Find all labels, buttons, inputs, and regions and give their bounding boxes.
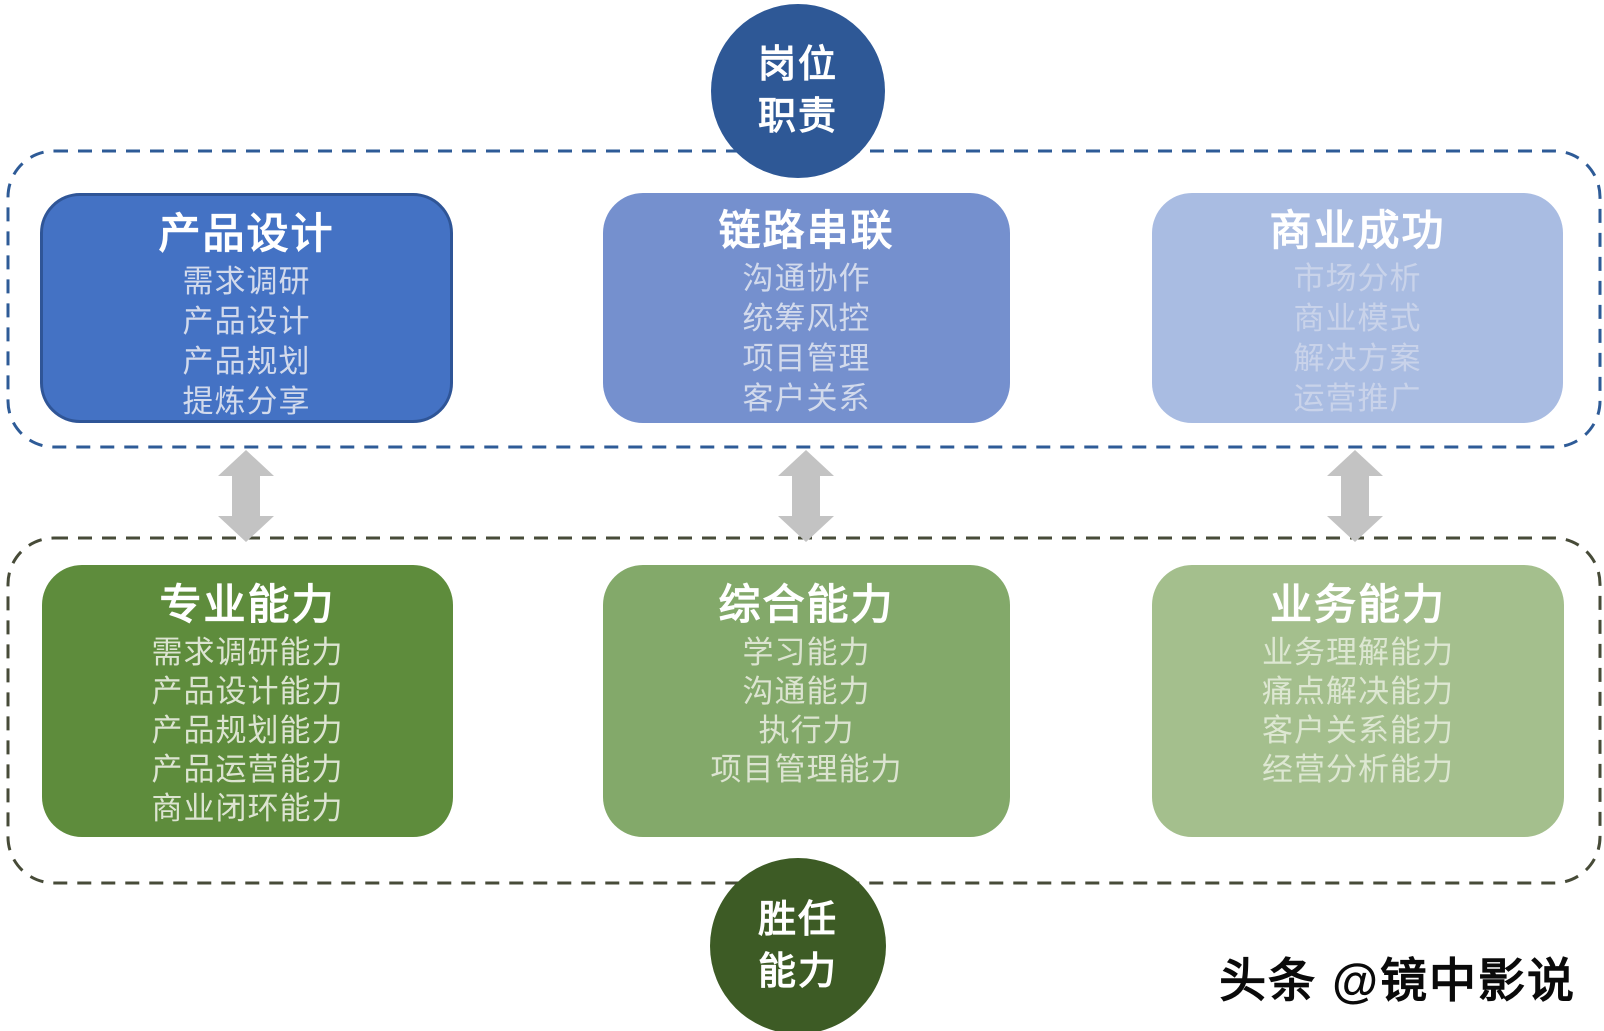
double-arrow-icon	[218, 450, 274, 542]
box-item: 统筹风控	[742, 301, 871, 336]
job-responsibility-line1: 岗位	[757, 44, 838, 86]
box-business-success: 商业成功 市场分析 商业模式 解决方案 运营推广	[1152, 193, 1563, 423]
box-business-ability: 业务能力 业务理解能力 痛点解决能力 客户关系能力 经营分析能力	[1152, 565, 1564, 837]
box-item: 需求调研	[182, 264, 311, 299]
box-item: 经营分析能力	[1262, 752, 1454, 787]
box-item: 客户关系	[742, 381, 871, 416]
box-item: 执行力	[758, 713, 855, 748]
box-title: 产品设计	[158, 210, 335, 257]
competency-circle: 胜任 能力	[710, 858, 886, 1031]
competency-line1: 胜任	[757, 899, 838, 941]
box-item: 产品设计能力	[151, 674, 344, 709]
box-item: 产品规划	[182, 344, 311, 379]
box-item: 痛点解决能力	[1262, 674, 1454, 709]
box-item: 学习能力	[742, 635, 871, 670]
double-arrow-icon	[778, 450, 834, 542]
watermark-text: 头条 @镜中影说	[1219, 954, 1576, 1007]
box-item: 产品运营能力	[151, 752, 344, 787]
box-product-design: 产品设计 需求调研 产品设计 产品规划 提炼分享	[40, 193, 453, 423]
box-item: 产品设计	[182, 304, 311, 339]
box-item: 沟通协作	[742, 261, 871, 296]
box-item: 商业闭环能力	[151, 791, 344, 826]
box-item: 项目管理能力	[710, 752, 903, 787]
box-item: 提炼分享	[182, 384, 311, 419]
double-arrow-icon	[1327, 450, 1383, 542]
box-professional-ability: 专业能力 需求调研能力 产品设计能力 产品规划能力 产品运营能力 商业闭环能力	[42, 565, 453, 837]
box-item: 解决方案	[1293, 341, 1422, 376]
box-title: 专业能力	[159, 581, 336, 628]
box-item: 商业模式	[1293, 301, 1422, 336]
box-title: 业务能力	[1269, 581, 1446, 628]
box-item: 业务理解能力	[1262, 635, 1454, 670]
box-item: 市场分析	[1293, 261, 1422, 296]
box-title: 商业成功	[1269, 207, 1446, 254]
box-item: 沟通能力	[742, 674, 871, 709]
box-item: 运营推广	[1293, 381, 1422, 416]
job-responsibility-line2: 职责	[757, 96, 838, 138]
box-item: 客户关系能力	[1262, 713, 1454, 748]
box-link-chain: 链路串联 沟通协作 统筹风控 项目管理 客户关系	[603, 193, 1010, 423]
competency-line2: 能力	[757, 951, 838, 993]
job-responsibility-circle: 岗位 职责	[711, 4, 885, 178]
box-comprehensive-ability: 综合能力 学习能力 沟通能力 执行力 项目管理能力	[603, 565, 1010, 837]
box-item: 需求调研能力	[151, 635, 344, 670]
box-item: 产品规划能力	[151, 713, 344, 748]
box-title: 综合能力	[718, 581, 895, 628]
box-item: 项目管理	[742, 341, 871, 376]
box-title: 链路串联	[718, 207, 895, 254]
